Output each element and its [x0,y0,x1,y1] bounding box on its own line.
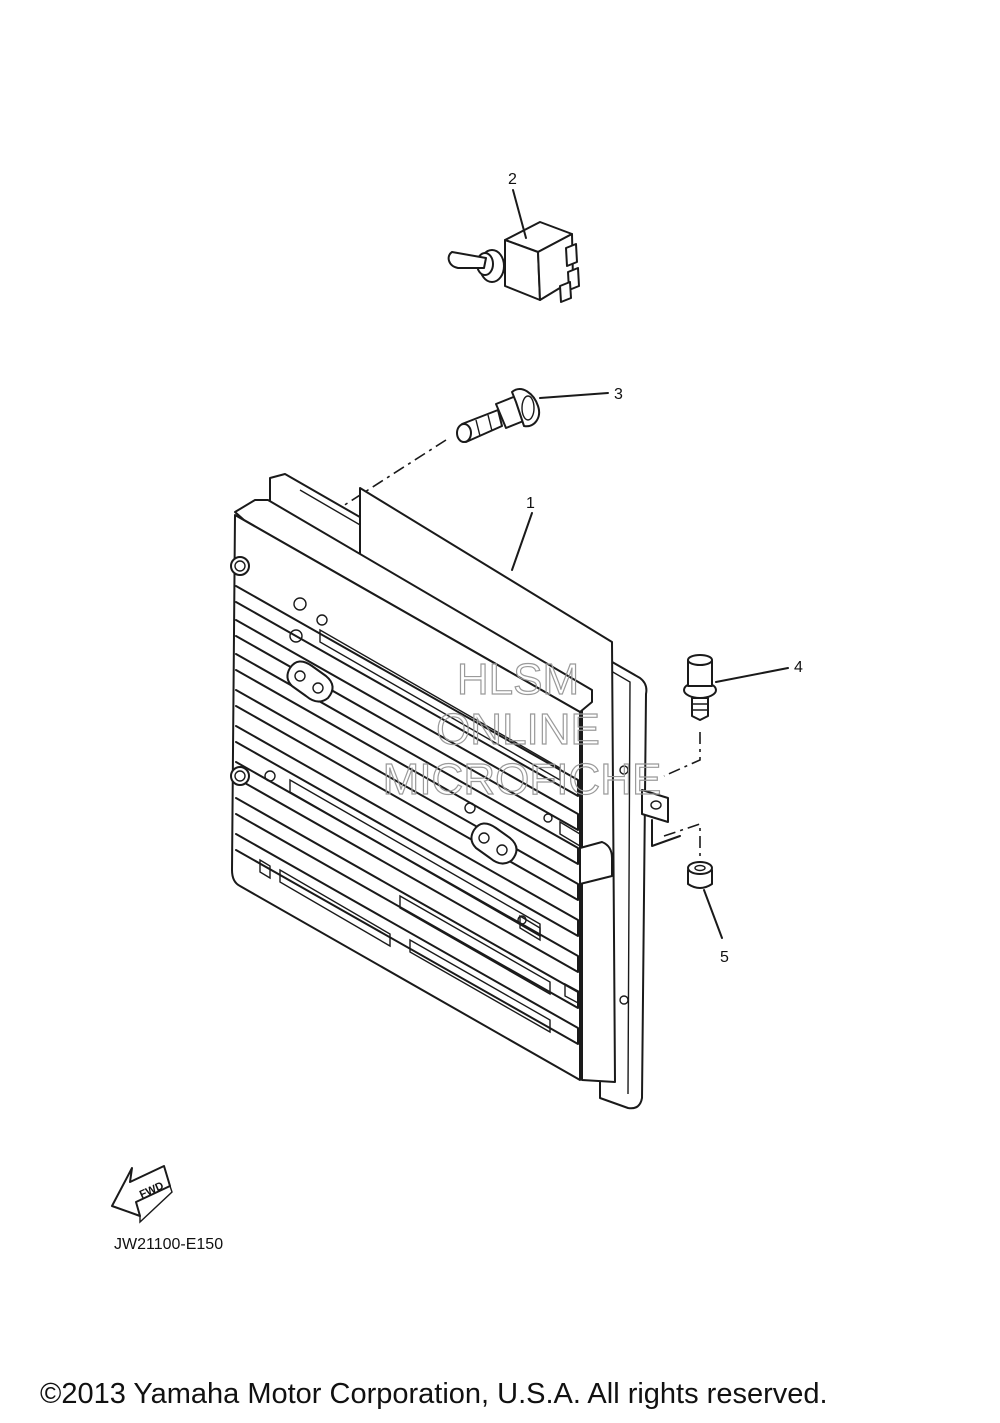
callout-5: 5 [720,949,729,966]
bolt-centerline [663,732,701,777]
leader-line-3 [539,392,609,399]
leader-line-1 [511,512,533,571]
toggle-switch-part [447,221,580,303]
callout-1: 1 [526,495,535,512]
copyright-notice: ©2013 Yamaha Motor Corporation, U.S.A. A… [40,1378,828,1410]
watermark-line2: ONLINE [436,705,600,754]
leader-line-2 [512,189,527,239]
callout-2: 2 [508,171,517,188]
leader-line-5 [703,889,723,939]
leader-line-4 [715,667,789,683]
callout-4: 4 [794,659,803,676]
nut-part [687,861,713,889]
watermark-line3: MICROFICHE [383,755,662,804]
watermark-line1: HLSM [457,655,579,704]
watermark: HLSM ONLINE MICROFICHE [382,654,662,804]
control-unit-part [230,473,681,1110]
fwd-arrow-icon: FWD [111,1165,173,1224]
bolt-part [683,654,717,721]
callout-3: 3 [614,386,623,403]
nut-centerline [663,822,701,856]
fitting-part [456,388,540,443]
diagram-code: JW21100-E150 [114,1236,224,1253]
